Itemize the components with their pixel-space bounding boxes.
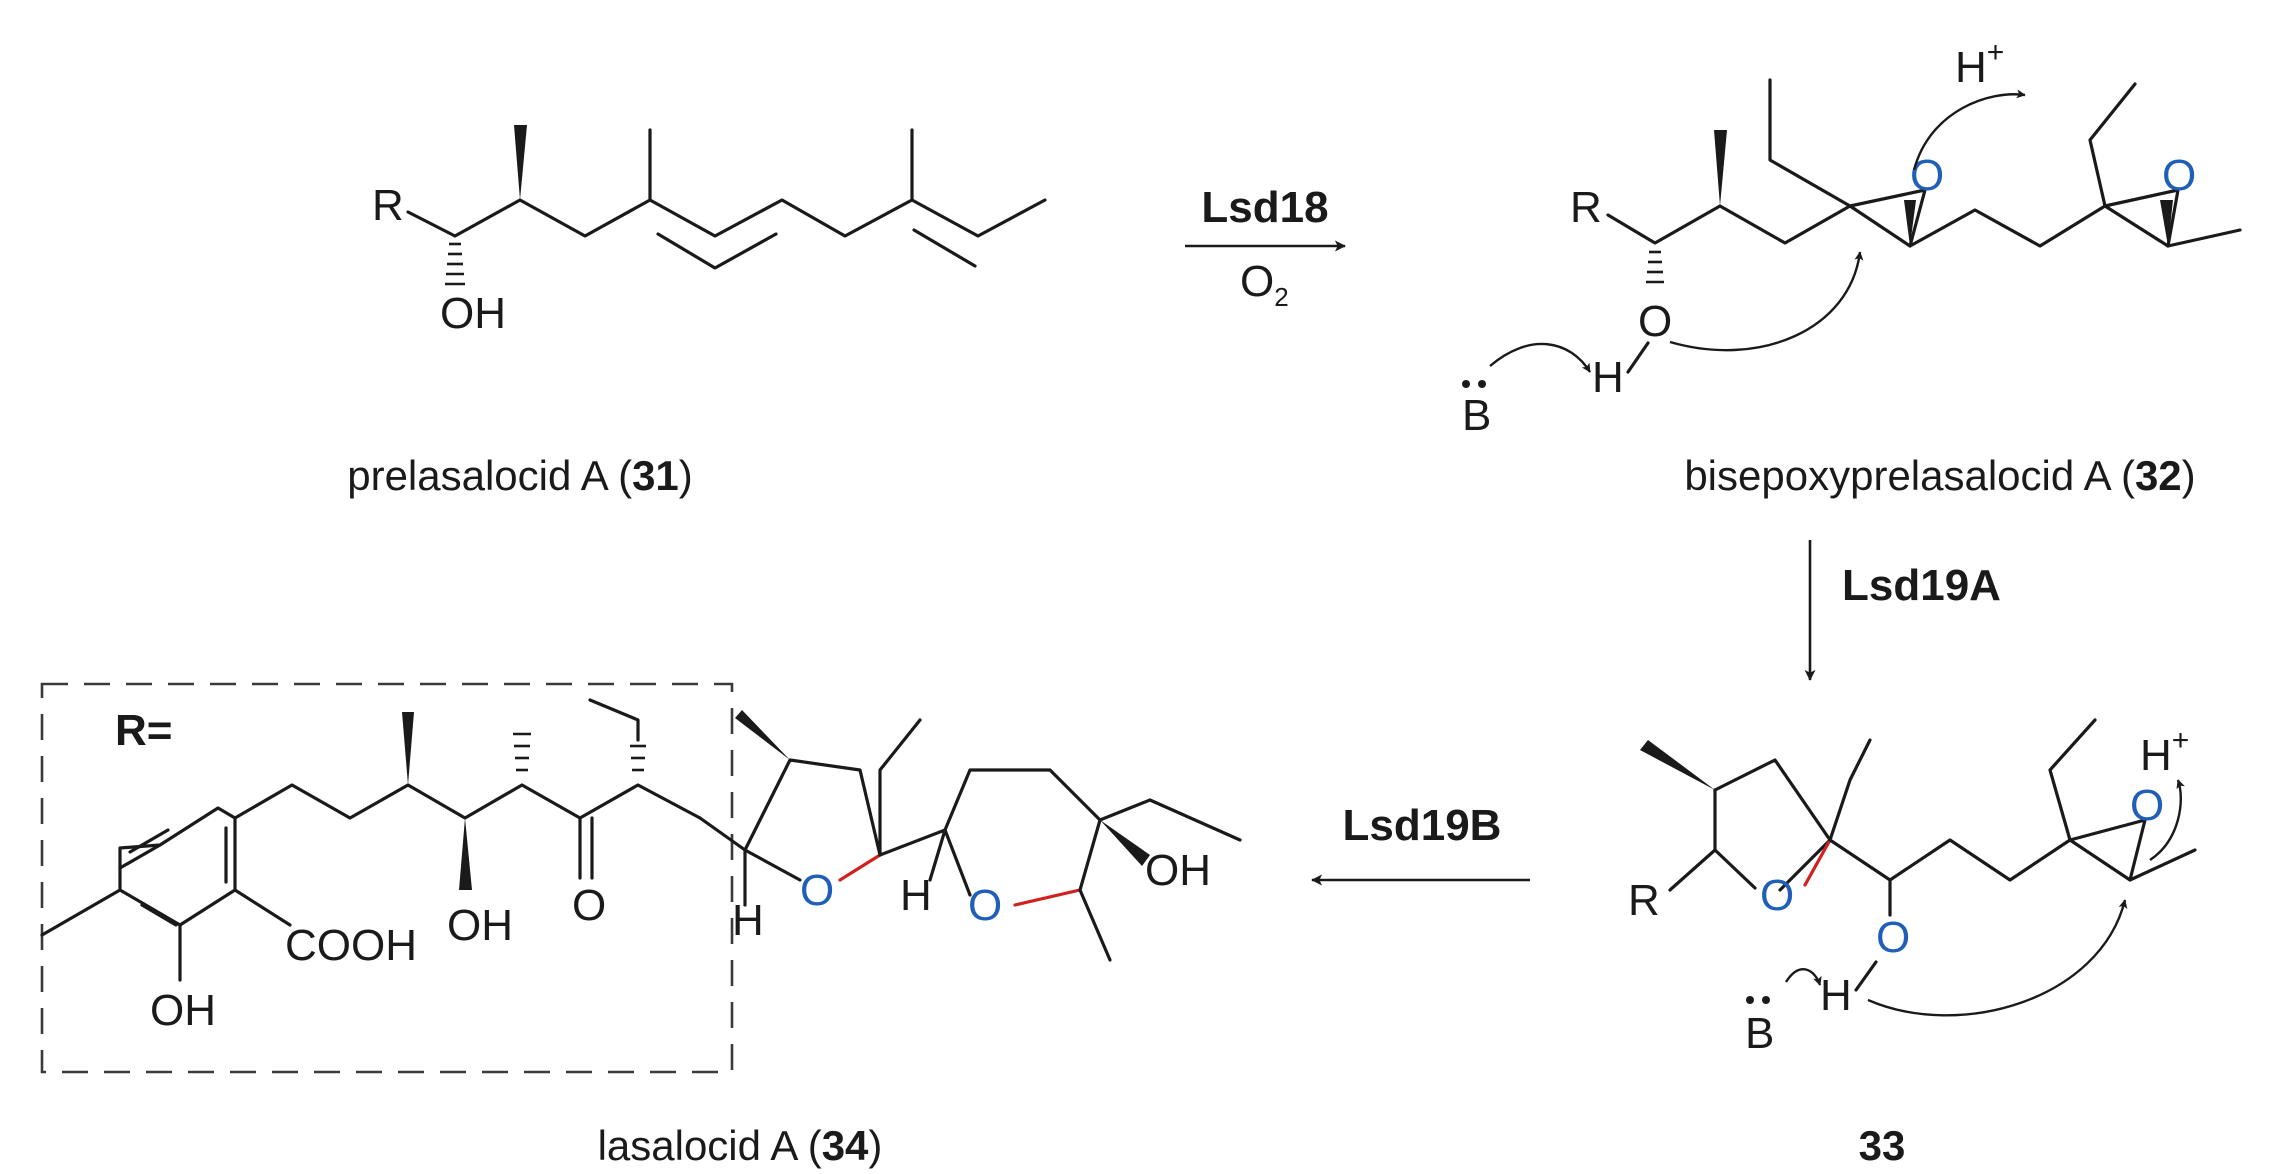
epoxide-oxygen-1: O xyxy=(1910,151,1944,200)
compound-33-caption: 33 xyxy=(1859,1122,1906,1169)
enzyme-lsd19a-label: Lsd19A xyxy=(1842,561,2001,610)
compound-32-structure: R O H B O O H+ xyxy=(1462,36,2242,440)
thp-ring-oxygen: O xyxy=(968,881,1002,930)
atom-r: R xyxy=(1628,876,1660,925)
thf-ring-oxygen: O xyxy=(800,866,834,915)
epoxide-oxygen: O xyxy=(2130,781,2164,830)
atom-oh: OH xyxy=(1145,846,1211,895)
atom-base: B xyxy=(1745,1009,1774,1058)
atom-h: H xyxy=(900,871,932,920)
compound-32-caption: bisepoxyprelasalocid A (32) xyxy=(1684,452,2195,499)
step-1-arrow: Lsd18 O2 xyxy=(1185,183,1346,312)
carboxylic-acid-label: COOH xyxy=(285,921,417,970)
step-3-arrow: Lsd19B xyxy=(1311,801,1530,886)
ketone-oxygen: O xyxy=(572,881,606,930)
compound-33-structure: O R O H B O H+ xyxy=(1628,718,2197,1058)
compound-34-structure: R= OH COOH OH O xyxy=(40,682,1242,1074)
atom-h-plus: H+ xyxy=(2140,724,2189,780)
atom-o-hydroxyl: O xyxy=(1638,297,1672,346)
thf-ring-oxygen: O xyxy=(1760,871,1794,920)
epoxide-oxygen-2: O xyxy=(2162,151,2196,200)
r-group-label: R= xyxy=(115,706,172,755)
compound-31-caption: prelasalocid A (31) xyxy=(347,452,693,499)
atom-r: R xyxy=(372,181,404,230)
atom-h: H xyxy=(1820,971,1852,1020)
atom-oh: OH xyxy=(447,901,513,950)
atom-o-hydroxyl: O xyxy=(1876,913,1910,962)
compound-31-structure: R OH xyxy=(372,125,1047,338)
atom-r: R xyxy=(1570,183,1602,232)
atom-oh: OH xyxy=(150,986,216,1035)
hashed-methyl xyxy=(513,732,531,772)
hashed-bond-oh xyxy=(445,242,465,286)
atom-h: H xyxy=(1592,353,1624,402)
r-group-box xyxy=(40,682,734,1074)
enzyme-lsd18-label: Lsd18 xyxy=(1201,183,1328,232)
compound-34-caption: lasalocid A (34) xyxy=(598,1122,883,1169)
atom-oh: OH xyxy=(440,289,506,338)
atom-h: H xyxy=(732,896,764,945)
atom-h-plus: H+ xyxy=(1955,36,2004,92)
step-2-arrow: Lsd19A xyxy=(1804,540,2001,681)
enzyme-lsd19b-label: Lsd19B xyxy=(1343,801,1502,850)
hashed-ethyl xyxy=(630,744,646,772)
atom-base: B xyxy=(1462,391,1491,440)
oxygen-reagent-label: O2 xyxy=(1240,257,1289,312)
hashed-bond-o xyxy=(1646,250,1664,284)
